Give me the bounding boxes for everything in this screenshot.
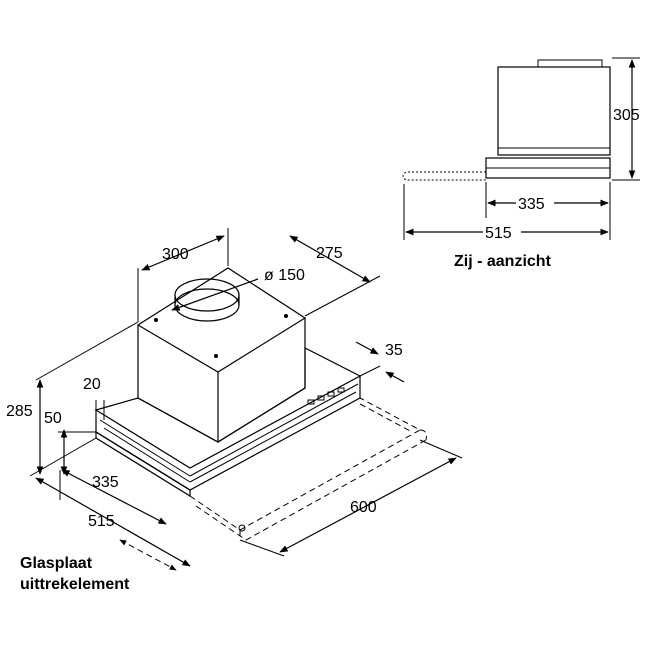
front-height-label: 50 — [44, 410, 62, 427]
glass-plate-extended — [189, 397, 427, 541]
side-depth-inner-label: 335 — [518, 196, 545, 213]
dim-line-diameter — [171, 278, 259, 311]
canopy-top — [94, 347, 362, 469]
dim-line-300 — [141, 235, 225, 271]
dim-line-600 — [279, 457, 457, 553]
duct-depth-label: 275 — [316, 245, 343, 262]
side-view-title: Zij - aanzicht — [454, 253, 552, 270]
side-top-cap — [537, 59, 603, 68]
dim-line-275 — [289, 235, 371, 283]
housing-right — [217, 318, 306, 443]
duct-collar — [174, 278, 240, 322]
main-view: ø 150 300 275 — [6, 228, 463, 571]
side-glass-extension — [402, 171, 486, 181]
glass-offset-label: 20 — [83, 376, 101, 393]
housing-left — [137, 325, 219, 444]
duct-offset-label: 300 — [162, 246, 189, 263]
control-strip — [307, 387, 345, 405]
side-height-label: 305 — [613, 107, 640, 124]
canopy-front — [95, 376, 361, 491]
side-housing — [497, 66, 611, 156]
caption-line-1: Glasplaat — [20, 555, 93, 572]
side-depth-outer-label: 515 — [485, 225, 512, 242]
duct-diameter-label: ø 150 — [264, 267, 305, 284]
side-view: 305 335 515 Zij - aanzicht — [402, 57, 640, 270]
front-offset-label: 35 — [385, 342, 403, 359]
main-depth-inner-label: 335 — [92, 474, 119, 491]
total-height-label: 285 — [6, 403, 33, 420]
width-label: 600 — [350, 499, 377, 516]
caption-line-2: uittrekelement — [20, 576, 130, 593]
glass-pull-arrow — [119, 539, 177, 571]
main-depth-outer-label: 515 — [88, 513, 115, 530]
